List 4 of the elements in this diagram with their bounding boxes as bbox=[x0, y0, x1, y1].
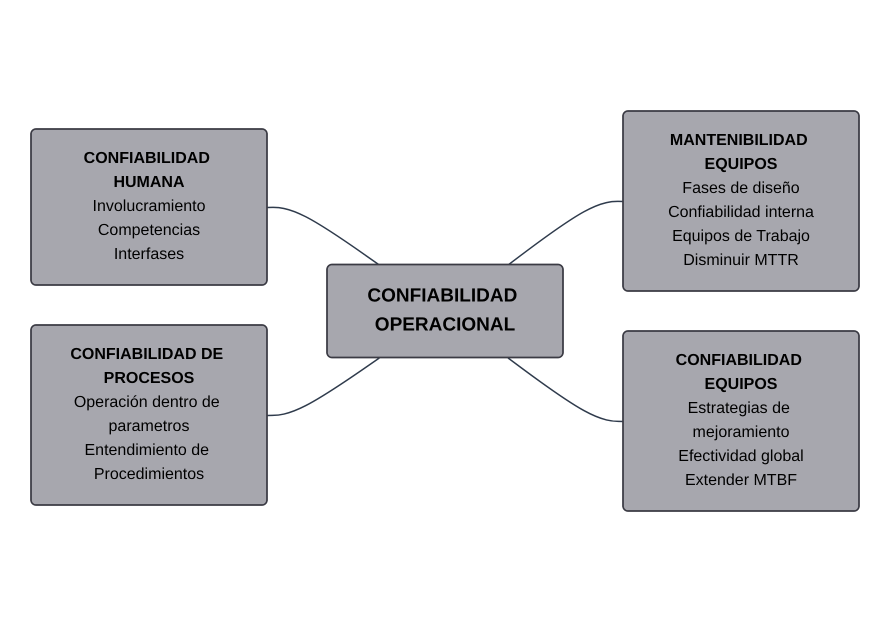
connector bbox=[266, 206, 380, 266]
connector bbox=[507, 357, 624, 422]
connector bbox=[507, 200, 624, 266]
connector bbox=[266, 357, 380, 416]
